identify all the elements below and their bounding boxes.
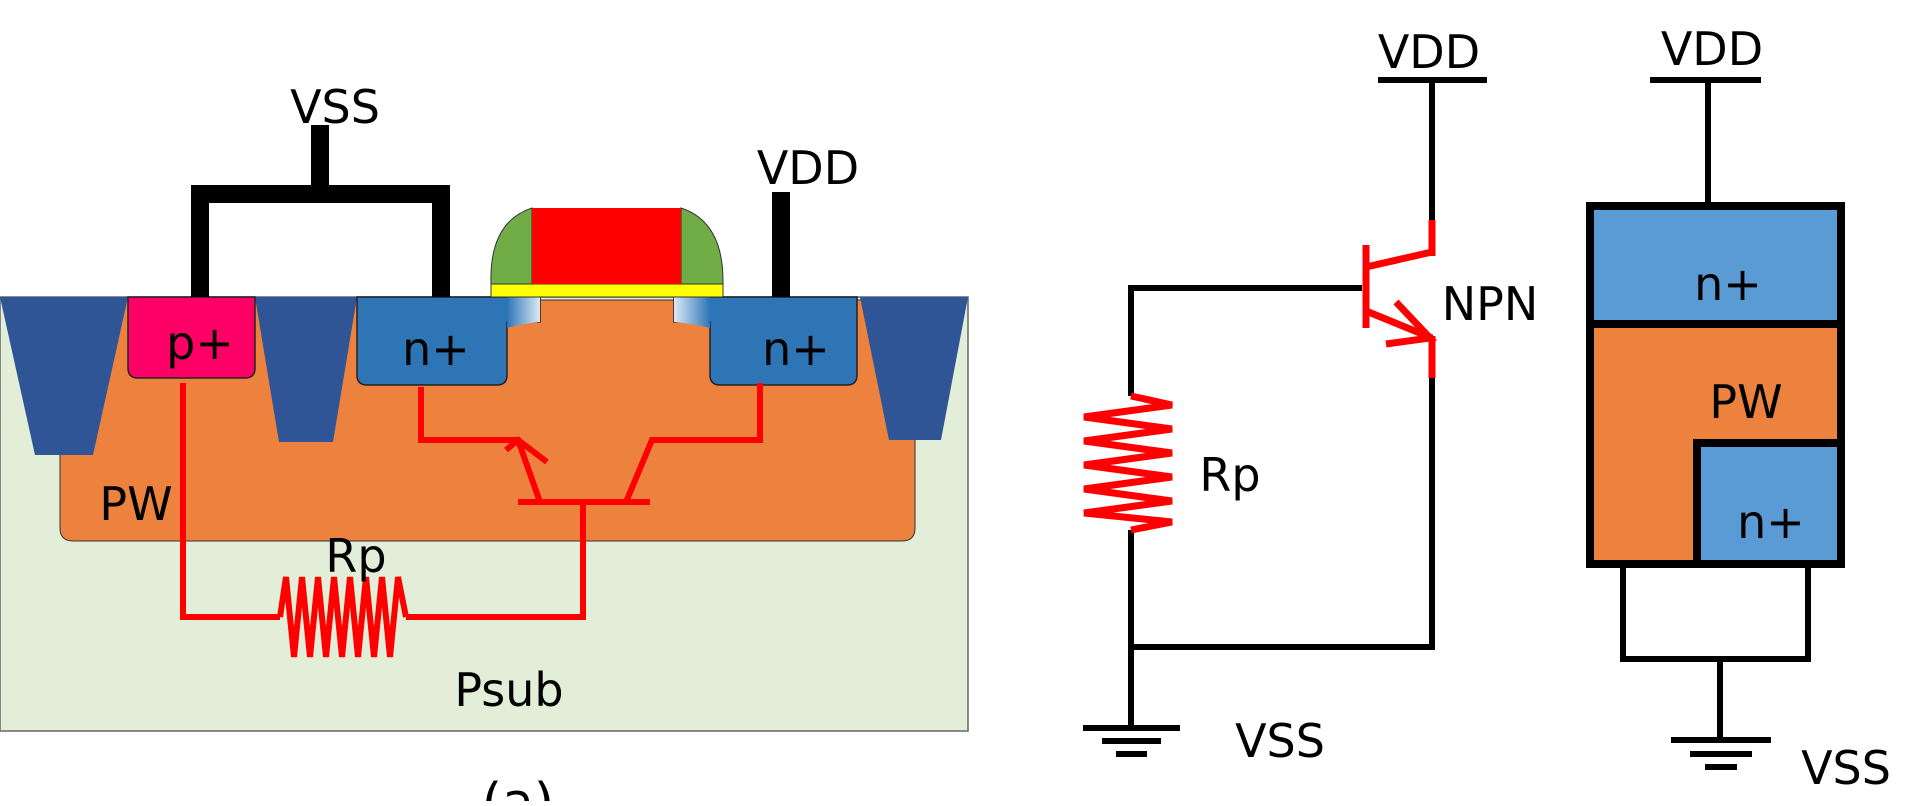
n-plus-top-label: n+ xyxy=(1694,257,1762,311)
layer-stack: VDD n+ PW n+ VSS xyxy=(1586,22,1891,795)
npn-collector-leg xyxy=(623,383,763,504)
rp-to-base-wire xyxy=(406,502,586,620)
vdd-label: VDD xyxy=(1378,25,1480,79)
emitter-arrow xyxy=(504,436,549,465)
sti-trench-right xyxy=(860,297,968,440)
p-plus-label: p+ xyxy=(166,316,234,370)
n-plus-region-right xyxy=(673,296,858,386)
sti-trench-left xyxy=(0,297,128,455)
vdd-label: VDD xyxy=(1661,22,1763,76)
p-plus-region xyxy=(127,296,256,379)
npn-emitter-leg xyxy=(418,387,543,504)
n-plus-bottom-label: n+ xyxy=(1737,495,1805,549)
pw-label: PW xyxy=(1709,375,1782,429)
gate-poly xyxy=(532,208,681,284)
vss-label: VSS xyxy=(1235,714,1325,768)
gate-spacer-left xyxy=(490,207,533,285)
npn-emitter-arrow xyxy=(1385,299,1438,348)
vss-label: VSS xyxy=(1801,741,1891,795)
n-plus-left-label: n+ xyxy=(402,322,470,376)
npn-label: NPN xyxy=(1442,277,1539,331)
pw-label: PW xyxy=(99,477,172,531)
n-plus-region-left xyxy=(356,296,541,386)
gate-spacer-right xyxy=(680,207,724,285)
rp-label: Rp xyxy=(1199,448,1260,502)
ldd-right xyxy=(674,297,710,328)
n-plus-top-layer xyxy=(1586,202,1845,328)
n-plus-right-label: n+ xyxy=(762,322,830,376)
psub-label: Psub xyxy=(454,663,563,717)
parasitic-network xyxy=(180,383,763,658)
equivalent-circuit: VDD NPN Rp VSS xyxy=(1083,25,1538,768)
rp-resistor-zigzag xyxy=(277,576,409,658)
emitter-return-wire xyxy=(1131,378,1435,650)
rp-resistor-zigzag xyxy=(1083,392,1173,534)
vdd-label: VDD xyxy=(757,141,859,195)
npn-collector-diagonal xyxy=(1365,248,1433,271)
sti-trench-middle xyxy=(255,297,357,442)
cross-section: VSS VDD p+ n+ n+ PW Rp Psub (a) xyxy=(0,80,969,806)
vss-label: VSS xyxy=(290,80,380,134)
n-plus-bottom-layer xyxy=(1693,439,1845,568)
base-wire xyxy=(1128,285,1362,396)
base-to-rp-wire xyxy=(180,383,280,620)
figure-caption: (a) xyxy=(482,773,554,801)
gate-oxide xyxy=(490,283,724,298)
ldd-left xyxy=(507,297,540,328)
rp-label: Rp xyxy=(325,529,386,583)
vss-contact-wire xyxy=(191,125,450,297)
stack-bottom-wire xyxy=(1620,564,1811,662)
